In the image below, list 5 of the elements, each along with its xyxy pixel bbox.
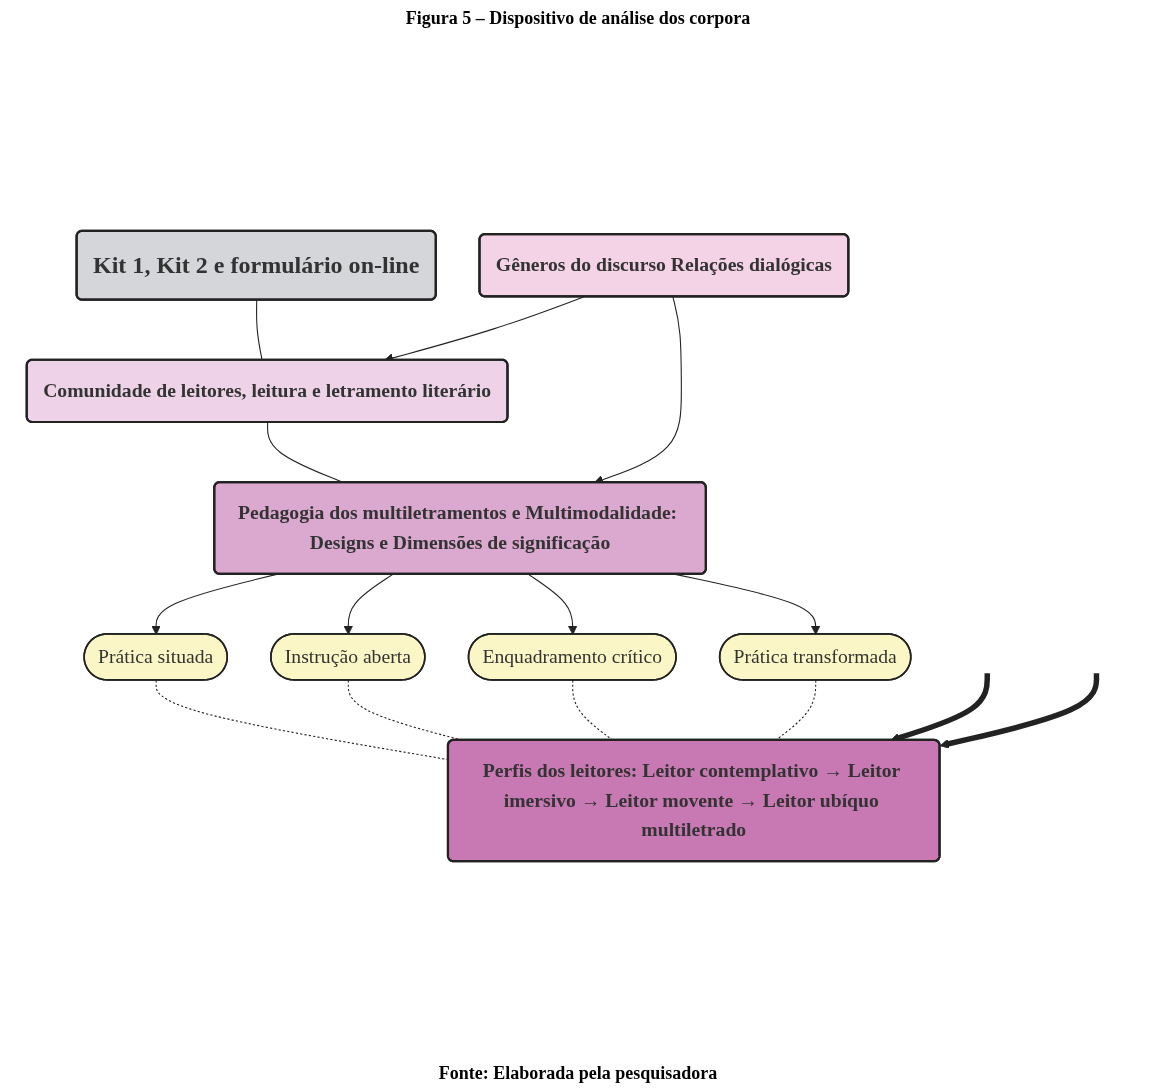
arrow bbox=[343, 573, 394, 635]
arrow bbox=[939, 673, 1100, 749]
figure-title: Figura 5 – Dispositivo de análise dos corpora bbox=[405, 8, 751, 29]
source-caption: Fonte: Elaborada pela pesquisadora bbox=[438, 1063, 718, 1084]
arrow bbox=[527, 573, 578, 635]
